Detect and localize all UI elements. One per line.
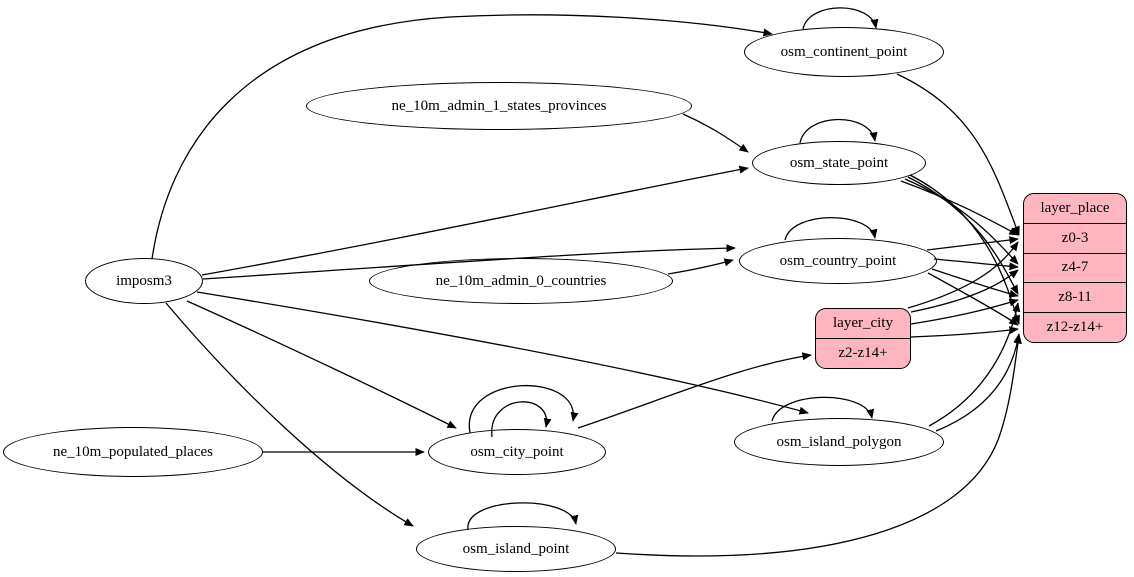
- edge-imposm3-to-osm_city_point: [186, 300, 457, 429]
- edge-osm_city_point-to-layer_city-z2-z14+: [577, 352, 812, 429]
- edge-osm_country_point-to-layer_place-z12-z14+: [927, 272, 1019, 326]
- table-layer-place-title: layer_place: [1040, 199, 1110, 216]
- table-layer-place-row-z4-7: z4-7: [1024, 252, 1126, 283]
- node-ne-10m-populated-places: ne_10m_populated_places: [3, 427, 263, 477]
- node-osm-island-point: osm_island_point: [416, 526, 616, 572]
- node-osm-country-point-label: osm_country_point: [779, 252, 897, 269]
- edge-osm_state_point-to-layer_place-z0-3: [900, 180, 1019, 236]
- node-imposm3: imposm3: [85, 258, 203, 304]
- edge-imposm3-to-osm_continent_point: [151, 14, 773, 260]
- node-osm-city-point: osm_city_point: [428, 429, 606, 475]
- edge-osm_country_point-to-osm_country_point: [784, 216, 878, 241]
- node-ne-10m-admin-1-states-provinces-label: ne_10m_admin_1_states_provinces: [391, 97, 607, 114]
- edge-osm_country_point-to-layer_place-z4-7: [933, 258, 1019, 271]
- edge-osm_state_point-to-osm_state_point: [799, 118, 878, 144]
- edge-ne_10m_admin_1_states_provinces-to-osm_state_point: [682, 113, 749, 153]
- node-osm-continent-point-label: osm_continent_point: [780, 43, 908, 60]
- table-layer-place-row-z8-11: z8-11: [1024, 282, 1126, 312]
- edge-osm_country_point-to-layer_place-z8-11: [931, 268, 1019, 298]
- edge-osm_city_point-to-osm_city_point: [468, 385, 579, 434]
- table-layer-city: layer_city z2-z14+: [815, 308, 911, 369]
- table-layer-place-row-z0-3: z0-3: [1024, 222, 1126, 253]
- node-ne-10m-admin-0-countries: ne_10m_admin_0_countries: [369, 258, 673, 304]
- node-osm-island-point-label: osm_island_point: [462, 540, 570, 557]
- edge-osm_state_point-to-layer_place-z12-z14+: [909, 174, 1020, 325]
- node-imposm3-label: imposm3: [116, 272, 172, 289]
- edge-osm_island_polygon-to-layer_place-z12-z14+: [935, 333, 1022, 432]
- edge-osm_island_polygon-to-layer_place-z8-11: [928, 302, 1021, 427]
- edge-osm_country_point-to-layer_place-z0-3: [926, 236, 1019, 251]
- node-osm-city-point-label: osm_city_point: [470, 443, 564, 460]
- node-osm-continent-point: osm_continent_point: [744, 27, 944, 77]
- edge-layer_city-to-layer_place-z8-11: [910, 298, 1019, 325]
- node-osm-island-polygon: osm_island_polygon: [734, 418, 944, 466]
- table-layer-city-row-z2-z14: z2-z14+: [816, 338, 910, 368]
- node-ne-10m-admin-1-states-provinces: ne_10m_admin_1_states_provinces: [306, 82, 692, 130]
- node-osm-state-point: osm_state_point: [752, 141, 926, 185]
- node-ne-10m-populated-places-label: ne_10m_populated_places: [53, 443, 213, 460]
- node-osm-state-point-label: osm_state_point: [789, 154, 889, 171]
- table-layer-place: layer_place z0-3 z4-7 z8-11 z12-z14+: [1023, 193, 1127, 343]
- edge-layer_city-to-layer_place-z4-7: [910, 269, 1019, 313]
- edge-ne_10m_admin_0_countries-to-osm_country_point: [667, 258, 734, 275]
- node-osm-island-polygon-label: osm_island_polygon: [776, 433, 902, 450]
- edge-layer_city-to-layer_place-z12-z14+: [910, 326, 1019, 338]
- node-ne-10m-admin-0-countries-label: ne_10m_admin_0_countries: [435, 272, 607, 289]
- edge-osm_continent_point-to-osm_continent_point: [802, 7, 879, 30]
- node-osm-country-point: osm_country_point: [739, 238, 937, 284]
- edge-imposm3-to-osm_island_point: [165, 302, 414, 527]
- table-layer-city-title: layer_city: [833, 315, 893, 331]
- table-layer-place-row-z12-z14: z12-z14+: [1024, 312, 1126, 342]
- edge-osm_state_point-to-layer_place-z8-11: [907, 176, 1019, 295]
- edge-imposm3-to-osm_island_polygon: [196, 291, 809, 415]
